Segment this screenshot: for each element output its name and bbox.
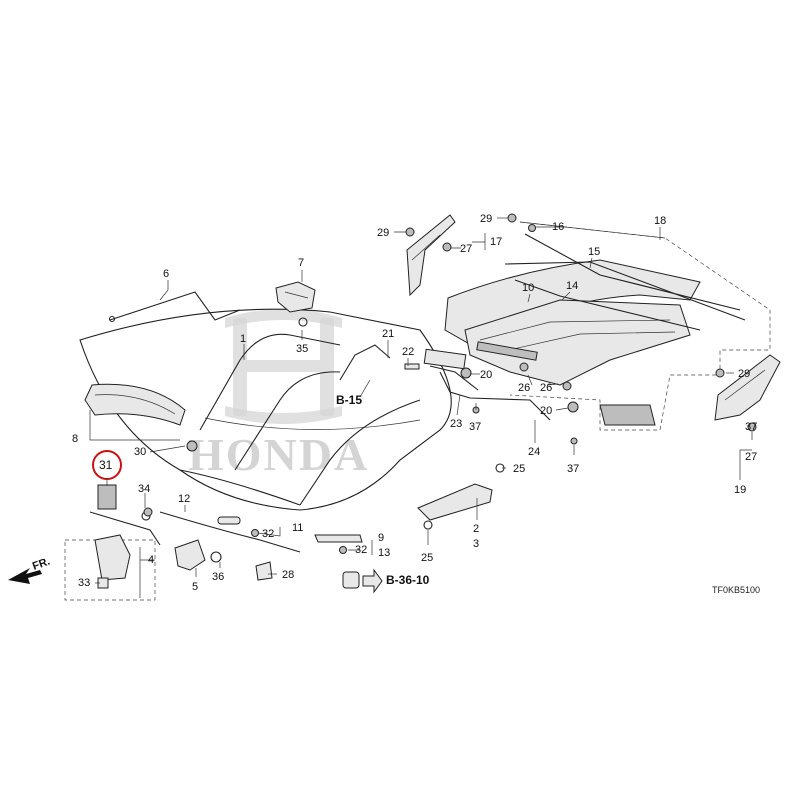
label-part-16: 16 bbox=[552, 221, 564, 233]
label-part-1: 1 bbox=[240, 333, 246, 345]
ref-b-15: B-15 bbox=[336, 393, 362, 407]
hood-support-rod bbox=[108, 291, 241, 323]
label-part-32a: 32 bbox=[262, 528, 274, 540]
label-part-26a: 26 bbox=[518, 382, 530, 394]
label-part-28: 28 bbox=[282, 569, 294, 581]
front-direction-marker: FR. bbox=[8, 555, 52, 584]
label-part-12: 12 bbox=[178, 493, 190, 505]
label-part-29a: 29 bbox=[377, 227, 389, 239]
label-part-27b: 27 bbox=[745, 451, 757, 463]
label-part-29c: 29 bbox=[738, 368, 750, 380]
label-part-30: 30 bbox=[134, 446, 146, 458]
honda-watermark: HONDA bbox=[188, 309, 369, 480]
washer-hoses bbox=[339, 341, 551, 421]
label-part-20a: 20 bbox=[480, 369, 492, 381]
cowl-bracket-right bbox=[714, 354, 781, 421]
part-labels: 1 2 3 4 5 6 7 8 9 10 11 12 13 14 15 16 1… bbox=[72, 213, 757, 593]
label-part-27a: 27 bbox=[460, 243, 472, 255]
label-part-20b: 20 bbox=[540, 405, 552, 417]
cowl-bracket-left bbox=[406, 214, 456, 297]
label-part-17: 17 bbox=[490, 236, 502, 248]
hood-insulator bbox=[84, 383, 186, 426]
label-part-5: 5 bbox=[192, 581, 198, 593]
label-part-11: 11 bbox=[292, 522, 303, 534]
label-part-32b: 32 bbox=[355, 544, 367, 556]
diagram-code: TF0KB5100 bbox=[712, 585, 760, 595]
hood-hinge bbox=[275, 281, 316, 327]
label-part-8: 8 bbox=[72, 433, 78, 445]
label-part-37a: 37 bbox=[469, 421, 481, 433]
label-part-25a: 25 bbox=[513, 463, 525, 475]
label-part-14: 14 bbox=[566, 280, 578, 292]
ref-b-36-10: B-36-10 bbox=[386, 573, 430, 587]
label-part-26b: 26 bbox=[540, 382, 552, 394]
label-part-9: 9 bbox=[378, 532, 384, 544]
label-part-37c: 37 bbox=[745, 421, 757, 433]
watermark-text: HONDA bbox=[188, 429, 369, 480]
label-part-18: 18 bbox=[654, 215, 666, 227]
label-part-15: 15 bbox=[588, 246, 600, 258]
fasteners bbox=[143, 213, 757, 594]
hood-release-cable bbox=[159, 511, 301, 581]
hood-panel bbox=[79, 308, 452, 511]
label-part-4: 4 bbox=[148, 554, 154, 566]
label-part-19: 19 bbox=[734, 484, 746, 496]
label-part-34: 34 bbox=[138, 483, 150, 495]
label-part-7: 7 bbox=[298, 257, 304, 269]
label-part-13: 13 bbox=[378, 547, 390, 559]
label-part-22: 22 bbox=[402, 346, 414, 358]
label-part-25b: 25 bbox=[421, 552, 433, 564]
label-part-29b: 29 bbox=[480, 213, 492, 225]
leader-lines bbox=[89, 217, 753, 598]
label-part-31: 31 bbox=[99, 458, 113, 472]
label-part-24: 24 bbox=[528, 446, 540, 458]
label-part-23: 23 bbox=[450, 418, 462, 430]
label-part-36: 36 bbox=[212, 571, 224, 583]
label-part-37b: 37 bbox=[567, 463, 579, 475]
hood-seals bbox=[314, 463, 505, 543]
label-part-21: 21 bbox=[382, 328, 394, 340]
reference-labels: B-15 B-36-10 bbox=[336, 393, 430, 587]
label-part-10: 10 bbox=[522, 282, 534, 294]
label-part-35: 35 bbox=[296, 343, 308, 355]
label-part-33: 33 bbox=[78, 577, 90, 589]
label-part-6: 6 bbox=[163, 268, 169, 280]
front-marker-text: FR. bbox=[31, 555, 52, 572]
label-part-2: 2 bbox=[473, 523, 479, 535]
label-part-3: 3 bbox=[473, 538, 479, 550]
